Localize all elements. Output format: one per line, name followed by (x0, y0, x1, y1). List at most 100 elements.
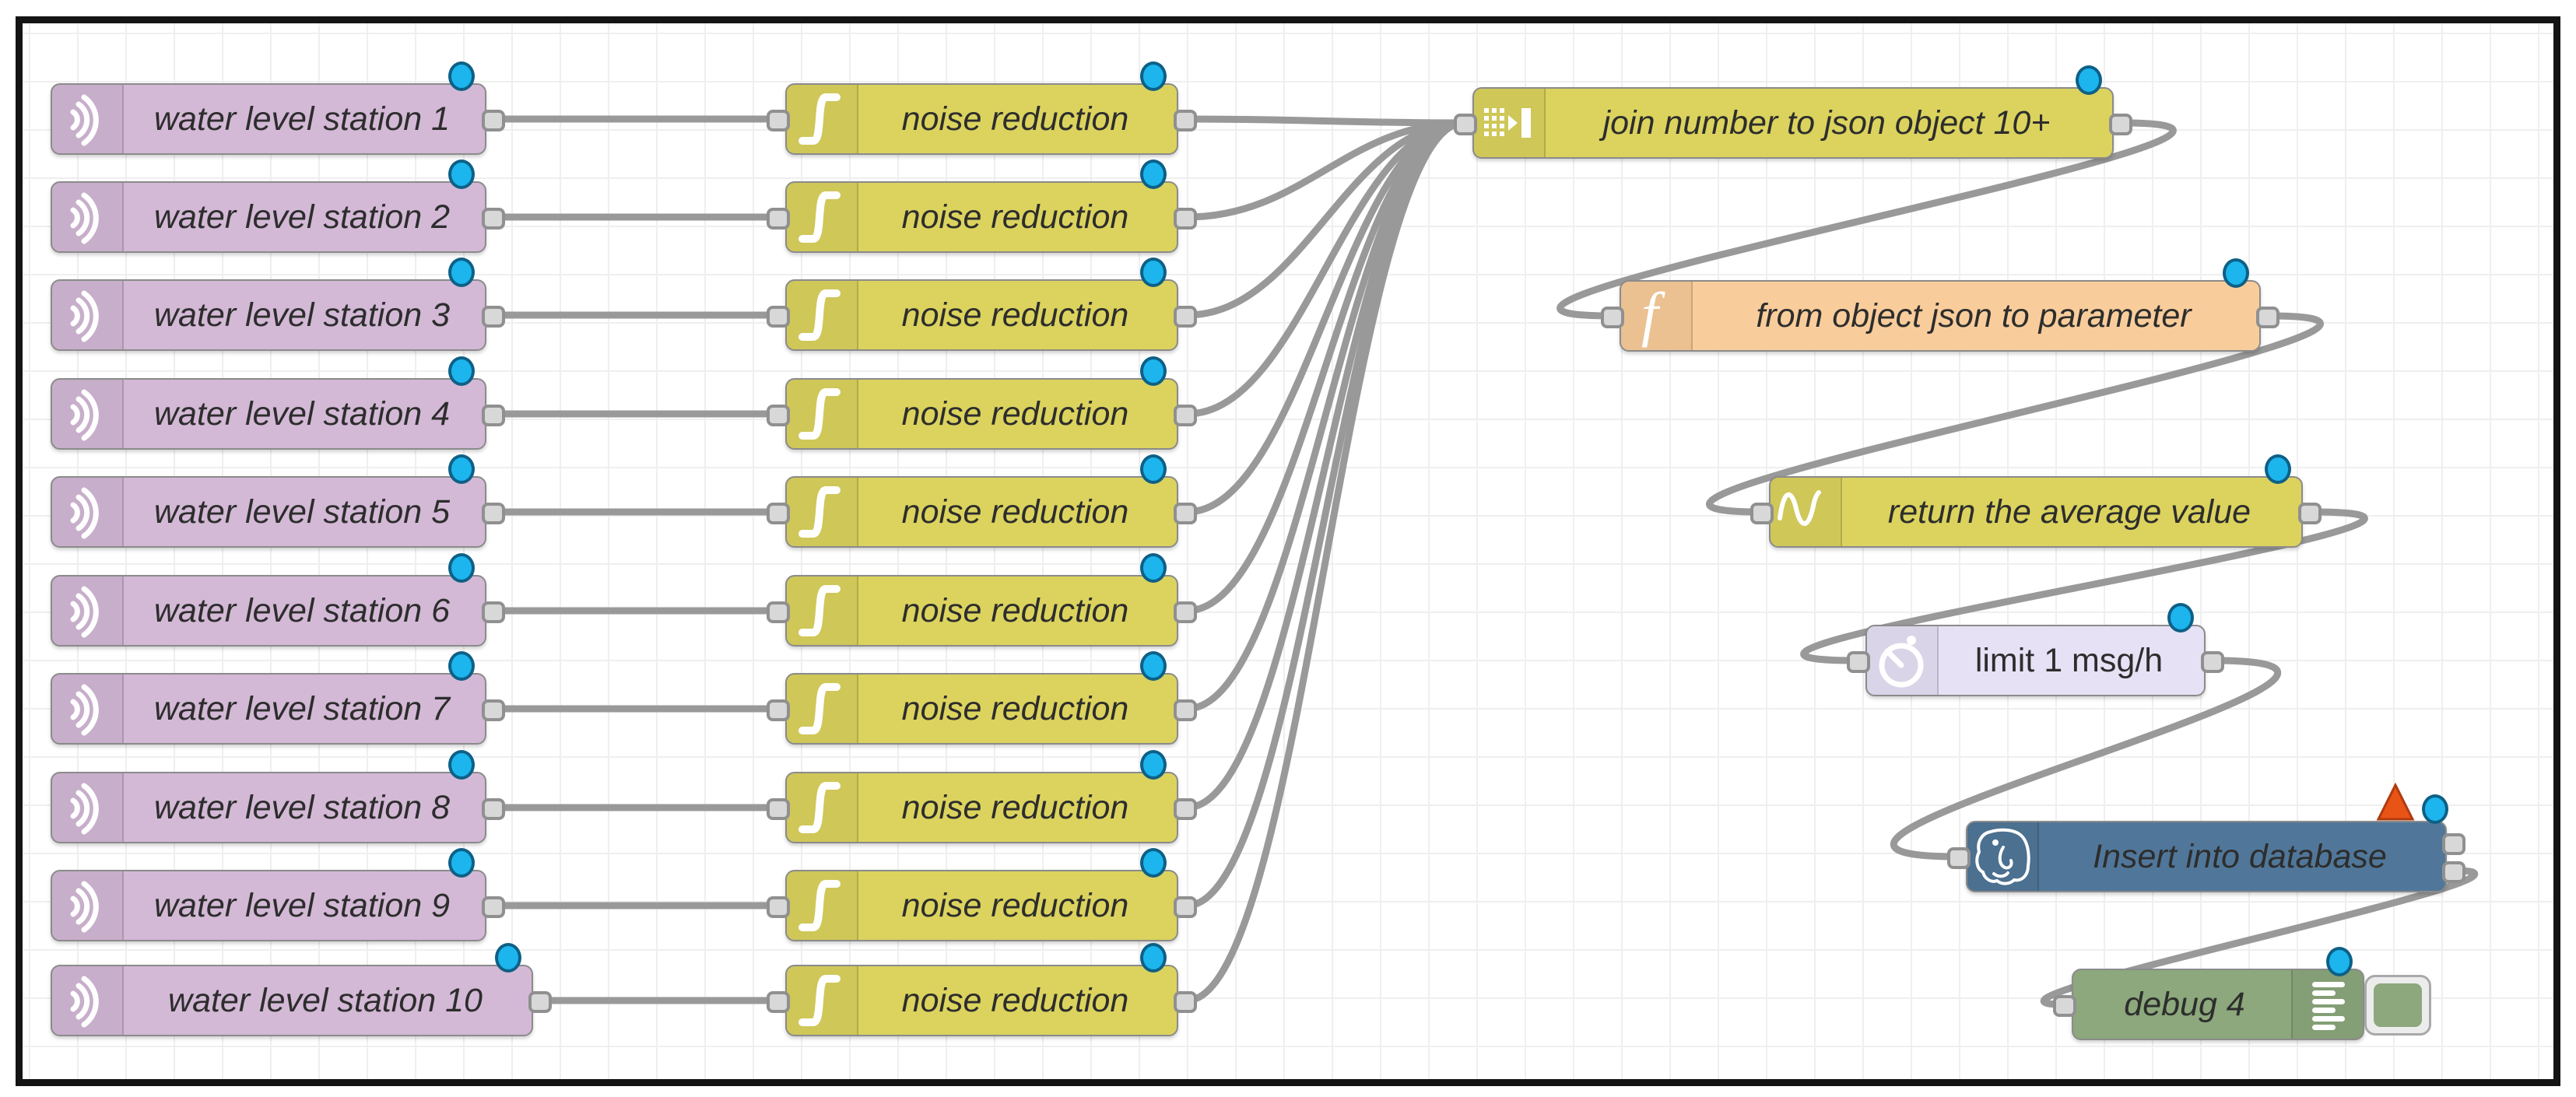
wire-noise-reduction-1-to-join[interactable] (1183, 115, 1468, 127)
input-port[interactable] (1750, 503, 1774, 524)
node-noise-reduction-1[interactable]: noise reduction (767, 61, 1197, 155)
node-label: water level station 9 (153, 886, 451, 924)
wire-limit-to-insert-into-database[interactable] (1890, 657, 2282, 860)
output-port-1[interactable] (2442, 833, 2465, 855)
wire-noise-reduction-8-to-join[interactable] (1183, 119, 1468, 811)
output-port[interactable] (1174, 503, 1197, 524)
output-port[interactable] (482, 503, 505, 524)
output-port[interactable] (2256, 307, 2279, 328)
debug-toggle-button[interactable] (2364, 975, 2431, 1036)
output-port[interactable] (482, 110, 505, 131)
output-port[interactable] (1174, 896, 1197, 918)
wire-noise-reduction-2-to-join[interactable] (1183, 119, 1468, 221)
wire-average-to-limit[interactable] (1800, 508, 2368, 664)
node-label: water level station 7 (153, 689, 451, 727)
input-port[interactable] (767, 306, 790, 328)
node-water-level-station-10[interactable]: water level station 10 (51, 943, 552, 1036)
output-port[interactable] (482, 896, 505, 918)
wire-insert-into-database-to-debug-4[interactable] (2041, 867, 2478, 1008)
status-dot (2076, 65, 2102, 95)
input-port[interactable] (767, 798, 790, 820)
output-port[interactable] (528, 991, 552, 1013)
node-noise-reduction-6[interactable]: noise reduction (767, 553, 1197, 647)
input-port[interactable] (1454, 114, 1477, 135)
node-noise-reduction-10[interactable]: noise reduction (767, 943, 1197, 1036)
output-port[interactable] (1174, 306, 1197, 328)
status-dot (2326, 947, 2353, 976)
output-port[interactable] (1174, 110, 1197, 131)
wire-function-to-average[interactable] (1706, 312, 2324, 516)
output-port[interactable] (2201, 651, 2224, 673)
smooth-icon (798, 289, 841, 341)
node-water-level-station-1[interactable]: water level station 1 (51, 61, 505, 155)
output-port[interactable] (482, 306, 505, 328)
status-dot (1140, 553, 1167, 583)
wire-noise-reduction-10-to-join[interactable] (1183, 119, 1468, 1004)
node-noise-reduction-7[interactable]: noise reduction (767, 651, 1197, 745)
node-label: water level station 10 (168, 981, 483, 1019)
input-port[interactable] (2053, 995, 2076, 1017)
node-water-level-station-6[interactable]: water level station 6 (51, 553, 505, 647)
output-port[interactable] (1174, 991, 1197, 1013)
input-port[interactable] (767, 110, 790, 131)
node-water-level-station-3[interactable]: water level station 3 (51, 258, 505, 351)
input-port[interactable] (767, 601, 790, 623)
node-water-level-station-9[interactable]: water level station 9 (51, 848, 505, 941)
input-port[interactable] (1947, 847, 1971, 869)
icon-region (2291, 970, 2363, 1039)
output-port[interactable] (2298, 503, 2322, 524)
output-port[interactable] (482, 405, 505, 426)
wire-noise-reduction-6-to-join[interactable] (1183, 119, 1468, 615)
node-label: noise reduction (901, 981, 1129, 1019)
input-port[interactable] (1847, 651, 1870, 673)
wire-noise-reduction-4-to-join[interactable] (1183, 119, 1468, 418)
wire-noise-reduction-3-to-join[interactable] (1183, 119, 1468, 319)
input-port[interactable] (767, 405, 790, 426)
output-port[interactable] (482, 601, 505, 623)
node-water-level-station-2[interactable]: water level station 2 (51, 159, 505, 253)
output-port[interactable] (2109, 114, 2132, 135)
input-port[interactable] (767, 699, 790, 721)
node-water-level-station-8[interactable]: water level station 8 (51, 750, 505, 843)
node-limit[interactable]: limit 1 msg/h (1847, 603, 2224, 696)
wave-icon (1778, 490, 1821, 526)
input-port[interactable] (767, 503, 790, 524)
output-port[interactable] (482, 798, 505, 820)
node-noise-reduction-3[interactable]: noise reduction (767, 258, 1197, 351)
node-water-level-station-5[interactable]: water level station 5 (51, 454, 505, 548)
smooth-icon (798, 683, 841, 734)
node-noise-reduction-4[interactable]: noise reduction (767, 356, 1197, 450)
output-port[interactable] (1174, 601, 1197, 623)
warning-icon (2374, 780, 2417, 824)
input-port[interactable] (767, 208, 790, 230)
input-port[interactable] (1601, 307, 1624, 328)
debug-toggle-button-face (2374, 983, 2422, 1027)
node-noise-reduction-5[interactable]: noise reduction (767, 454, 1197, 548)
node-noise-reduction-2[interactable]: noise reduction (767, 159, 1197, 253)
status-dot (2223, 258, 2249, 288)
node-noise-reduction-9[interactable]: noise reduction (767, 848, 1197, 941)
input-port[interactable] (767, 991, 790, 1013)
node-join[interactable]: join number to json object 10+ (1454, 65, 2132, 159)
wire-join-to-function[interactable] (1556, 119, 2177, 320)
output-port[interactable] (482, 699, 505, 721)
output-port[interactable] (1174, 699, 1197, 721)
wire-noise-reduction-9-to-join[interactable] (1183, 119, 1468, 909)
node-water-level-station-7[interactable]: water level station 7 (51, 651, 505, 745)
input-port[interactable] (767, 896, 790, 918)
node-label: return the average value (1887, 492, 2251, 531)
node-label: water level station 5 (153, 492, 451, 531)
output-port[interactable] (1174, 798, 1197, 820)
output-port[interactable] (482, 208, 505, 230)
output-port[interactable] (1174, 405, 1197, 426)
node-noise-reduction-8[interactable]: noise reduction (767, 750, 1197, 843)
node-average[interactable]: return the average value (1750, 454, 2322, 548)
node-water-level-station-4[interactable]: water level station 4 (51, 356, 505, 450)
output-port[interactable] (1174, 208, 1197, 230)
status-dot (1140, 651, 1167, 681)
node-debug-4[interactable]: debug 4 (2053, 947, 2431, 1040)
output-port-2[interactable] (2442, 861, 2465, 883)
node-insert-into-database[interactable]: Insert into database (1947, 782, 2465, 892)
